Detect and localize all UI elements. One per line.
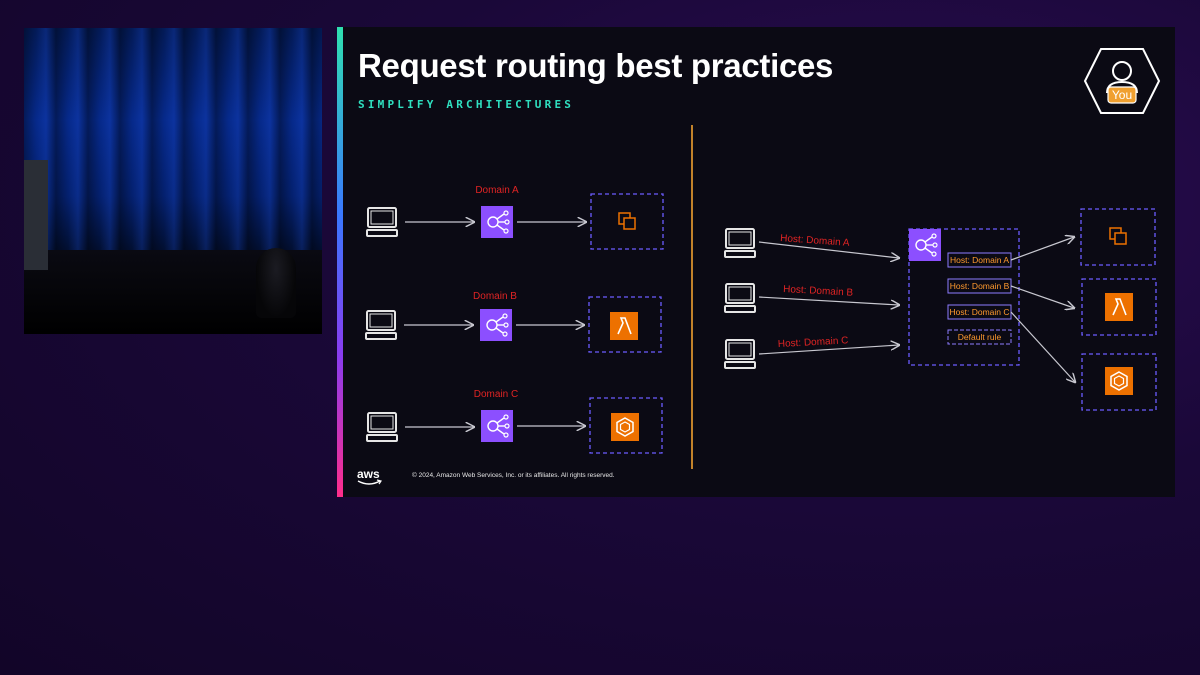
arrow-rule-to-target — [1010, 237, 1074, 261]
aws-logo: aws — [357, 467, 380, 481]
listener-rule-default: Default rule — [958, 332, 1002, 342]
badge-hexagon — [1083, 48, 1161, 114]
client-computer-icon — [724, 283, 756, 313]
client-computer-icon — [724, 228, 756, 258]
podium — [24, 160, 48, 270]
routing-diagram: Domain A Domain B Domain C Host: Domain … — [365, 125, 1157, 469]
arrow-client-to-alb — [758, 241, 899, 258]
arrow-client-to-alb — [758, 296, 899, 305]
ec2-instances-icon — [618, 212, 636, 230]
ecs-icon — [610, 412, 640, 442]
arrow-client-to-alb — [758, 345, 899, 355]
badge-label: You — [1112, 88, 1132, 102]
right-host-label-c: Host: Domain C — [778, 335, 849, 350]
ecs-icon — [1104, 366, 1134, 396]
listener-rules-box — [908, 228, 1020, 366]
aws-smile-icon — [357, 479, 382, 485]
target-group-box — [590, 193, 664, 250]
target-group-box — [589, 397, 663, 454]
stage-curtain — [24, 28, 322, 250]
target-group-box — [1081, 353, 1157, 411]
right-host-label-b: Host: Domain B — [783, 284, 854, 299]
slide-subtitle: SIMPLIFY ARCHITECTURES — [358, 98, 575, 111]
slide-title: Request routing best practices — [358, 47, 834, 84]
lambda-icon — [1104, 292, 1134, 322]
speaker-video-feed — [24, 28, 322, 334]
left-domain-label-a: Domain A — [475, 185, 519, 196]
client-computer-icon — [724, 339, 756, 369]
left-domain-label-c: Domain C — [474, 389, 518, 400]
person-icon-head — [1112, 61, 1132, 81]
target-group-box — [1080, 208, 1156, 266]
you-badge: You — [1083, 48, 1161, 114]
lambda-icon — [609, 311, 639, 341]
badge-label-bg — [1107, 86, 1137, 104]
arrow-rule-to-target — [1010, 311, 1075, 382]
ec2-instances-icon — [1109, 227, 1127, 245]
load-balancer-icon — [480, 205, 514, 239]
speaker-silhouette — [256, 248, 296, 318]
target-group-box — [588, 296, 662, 353]
listener-rule-box — [947, 329, 1012, 345]
presentation-slide: Request routing best practices SIMPLIFY … — [337, 27, 1175, 497]
client-computer-icon — [365, 310, 397, 340]
left-domain-label-b: Domain B — [473, 291, 517, 302]
listener-rule-b: Host: Domain B — [950, 281, 1010, 291]
target-group-box — [1081, 278, 1157, 336]
load-balancer-icon — [480, 409, 514, 443]
listener-rule-a: Host: Domain A — [950, 255, 1009, 265]
load-balancer-icon — [908, 228, 942, 262]
copyright-notice: © 2024, Amazon Web Services, Inc. or its… — [412, 472, 615, 479]
listener-rule-c: Host: Domain C — [950, 307, 1010, 317]
right-host-label-a: Host: Domain A — [780, 233, 850, 249]
arrow-rule-to-target — [1010, 285, 1074, 308]
load-balancer-icon — [479, 308, 513, 342]
slide-accent-bar — [337, 27, 343, 497]
client-computer-icon — [366, 412, 398, 442]
client-computer-icon — [366, 207, 398, 237]
